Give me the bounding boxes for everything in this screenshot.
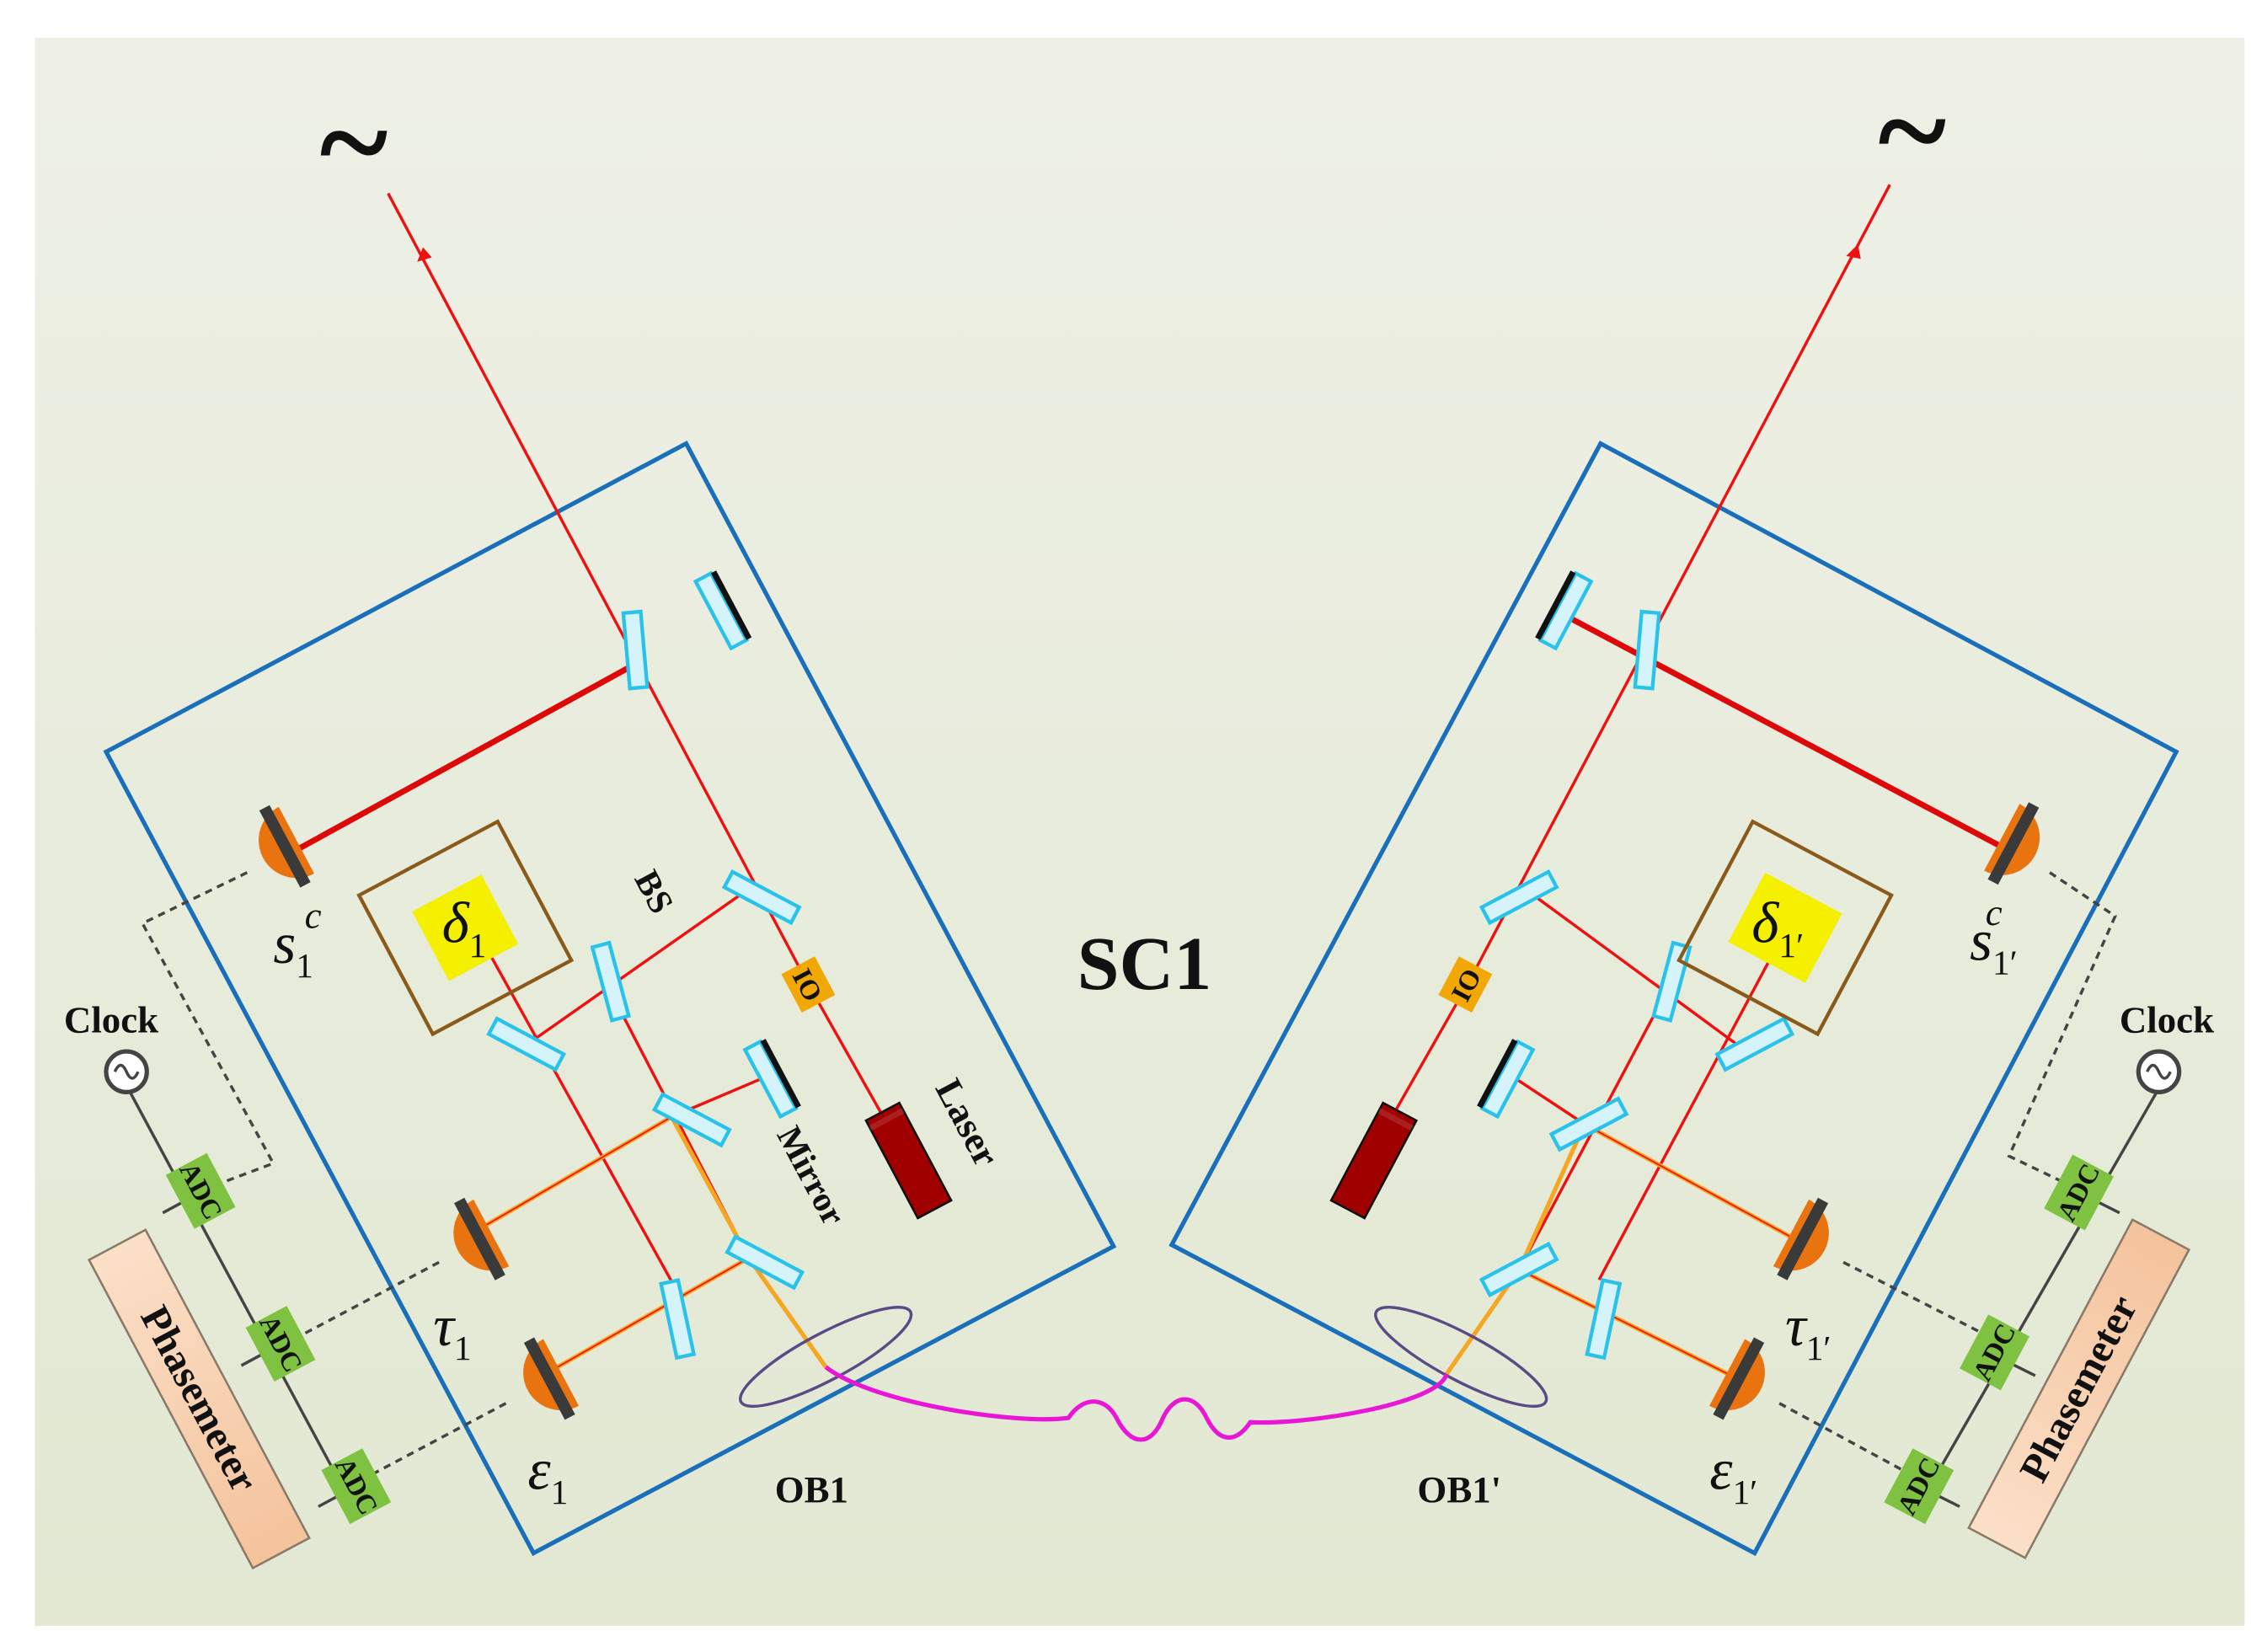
right-sc-dashed-wire xyxy=(2007,871,2117,1191)
left-sc-label: s1c xyxy=(273,894,321,985)
right-fiber-ellipse xyxy=(1374,1306,1548,1409)
right-delta-box xyxy=(1676,819,1894,1037)
left-tau-dashed-wire xyxy=(290,1260,440,1343)
right-eps-beam-core xyxy=(1518,1269,1738,1380)
left-fiber-ellipse xyxy=(739,1306,913,1409)
left-eps-label: ε1 xyxy=(527,1437,568,1511)
right-clock-label: Clock xyxy=(2120,999,2214,1041)
right-tau-beam-core xyxy=(1584,1123,1804,1244)
right-sc-label: s1′c xyxy=(1970,891,2018,982)
right-mirror-bs xyxy=(1511,1074,1586,1125)
fiber-link xyxy=(824,1365,1449,1442)
left-tau-label: τ1 xyxy=(433,1293,471,1367)
right-clock-wire xyxy=(1917,1093,2158,1506)
left-clock-label: Clock xyxy=(64,999,158,1041)
right-eps-dashed-wire xyxy=(1778,1402,1920,1481)
right-clock-icon xyxy=(2136,1049,2182,1094)
right-eps-label: ε1′ xyxy=(1709,1437,1757,1511)
right-bench-label: OB1' xyxy=(1417,1468,1501,1510)
left-clock-icon xyxy=(104,1049,149,1094)
left-eps-beam-core xyxy=(544,1257,750,1376)
left-delta-box xyxy=(356,819,575,1037)
left-beam-arrowhead xyxy=(417,247,432,262)
right-delta-beam xyxy=(1597,929,1787,1280)
right-bench-outline xyxy=(1168,440,2179,1557)
left-bs-beam xyxy=(522,889,748,1049)
left-bench-label: OB1 xyxy=(775,1468,848,1510)
right-io: IO xyxy=(1438,956,1493,1013)
page-title: SC1 xyxy=(1078,922,1212,1006)
right-tilde: ~ xyxy=(1878,58,1946,203)
left-tilde: ~ xyxy=(320,70,388,215)
right-delta-label: δ1′ xyxy=(1751,890,1804,965)
left-eps-dashed-wire xyxy=(362,1402,507,1481)
left-delta-label: δ1 xyxy=(442,890,487,965)
right-tau-label: τ1′ xyxy=(1785,1293,1831,1367)
right-bs-beam xyxy=(1525,889,1746,1051)
left-outgoing-beam xyxy=(387,192,809,983)
left-sc-dashed-wire xyxy=(140,871,275,1191)
left-tau-beam-core xyxy=(479,1116,672,1230)
background xyxy=(35,37,2245,1626)
left-clock-wire xyxy=(129,1093,358,1514)
right-outgoing-beam xyxy=(1467,184,1891,984)
right-beam-arrowhead xyxy=(1846,244,1861,259)
left-bench-outline xyxy=(103,441,1117,1557)
left-sc-beam xyxy=(293,659,641,853)
right-tau-dashed-wire xyxy=(1842,1260,1992,1339)
